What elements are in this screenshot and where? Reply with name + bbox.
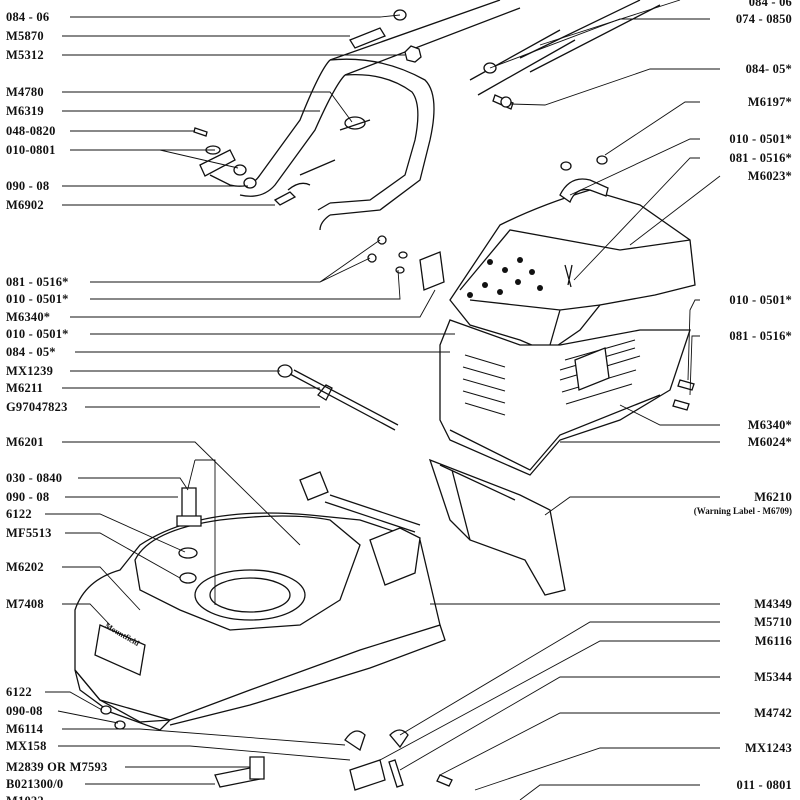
part-label: M6202 bbox=[6, 560, 44, 574]
part-label: M6197* bbox=[747, 95, 792, 109]
part-label: 048-0820 bbox=[6, 124, 56, 138]
part-label: 010 - 0501* bbox=[6, 292, 69, 306]
part-label: 090 - 08 bbox=[6, 490, 50, 504]
part-label: MX158 bbox=[6, 739, 47, 753]
part-label: 074 - 0850 bbox=[735, 12, 792, 26]
part-label: M4742 bbox=[754, 706, 792, 720]
part-label: M5344 bbox=[754, 670, 792, 684]
leader-lines bbox=[45, 0, 721, 800]
part-label: M6201 bbox=[6, 435, 44, 449]
warning-label-note: (Warning Label - M6709) bbox=[693, 506, 792, 516]
part-label: 6122 bbox=[6, 685, 32, 699]
part-label: M5312 bbox=[6, 48, 44, 62]
part-label: 6122 bbox=[6, 507, 32, 521]
part-label: M6340* bbox=[747, 418, 792, 432]
part-label: MX1239 bbox=[6, 364, 54, 378]
part-label: M6902 bbox=[6, 198, 44, 212]
part-label: 090 - 08 bbox=[6, 179, 50, 193]
part-label: M4780 bbox=[6, 85, 44, 99]
blade-assembly bbox=[100, 705, 453, 791]
part-label: M4349 bbox=[754, 597, 792, 611]
part-label: M6116 bbox=[754, 634, 792, 648]
part-label: 081 - 0516* bbox=[729, 151, 792, 165]
part-label: 084- 05* bbox=[745, 62, 792, 76]
part-label: M6210 bbox=[754, 490, 792, 504]
part-label: 081 - 0516* bbox=[6, 275, 69, 289]
part-label: M2839 OR M7593 bbox=[6, 760, 108, 774]
part-label: 010 - 0501* bbox=[6, 327, 69, 341]
part-label: 084 - 05* bbox=[6, 345, 56, 359]
part-label: 010-0801 bbox=[6, 143, 56, 157]
part-label: M6340* bbox=[6, 310, 51, 324]
part-label: 081 - 0516* bbox=[729, 329, 792, 343]
part-label: M6114 bbox=[6, 722, 44, 736]
part-label: M5710 bbox=[754, 615, 792, 629]
part-label: 011 - 0801 bbox=[736, 778, 792, 792]
part-label: 090-08 bbox=[6, 704, 43, 718]
part-label: M6211 bbox=[6, 381, 44, 395]
part-label: B021300/0 bbox=[6, 777, 64, 791]
part-label: M6023* bbox=[747, 169, 792, 183]
grass-box-top bbox=[449, 155, 696, 353]
rear-flap bbox=[428, 458, 566, 596]
grass-box-bottom bbox=[367, 235, 695, 476]
part-label: MX1243 bbox=[744, 741, 792, 755]
part-label: M6319 bbox=[6, 104, 44, 118]
height-rod bbox=[277, 364, 399, 431]
part-label: M6024* bbox=[747, 435, 792, 449]
part-label: 010 - 0501* bbox=[729, 293, 792, 307]
part-label: M1022 bbox=[6, 794, 44, 800]
part-label: G97047823 bbox=[6, 400, 68, 414]
mower-deck bbox=[74, 459, 446, 731]
part-label: 010 - 0501* bbox=[729, 132, 792, 146]
part-label: 084 - 06 bbox=[6, 10, 50, 24]
part-label: M5870 bbox=[6, 29, 44, 43]
part-label: 084 - 06 bbox=[748, 0, 792, 9]
part-label: MF5513 bbox=[6, 526, 52, 540]
part-label: M7408 bbox=[6, 597, 44, 611]
part-label: 030 - 0840 bbox=[6, 471, 63, 485]
